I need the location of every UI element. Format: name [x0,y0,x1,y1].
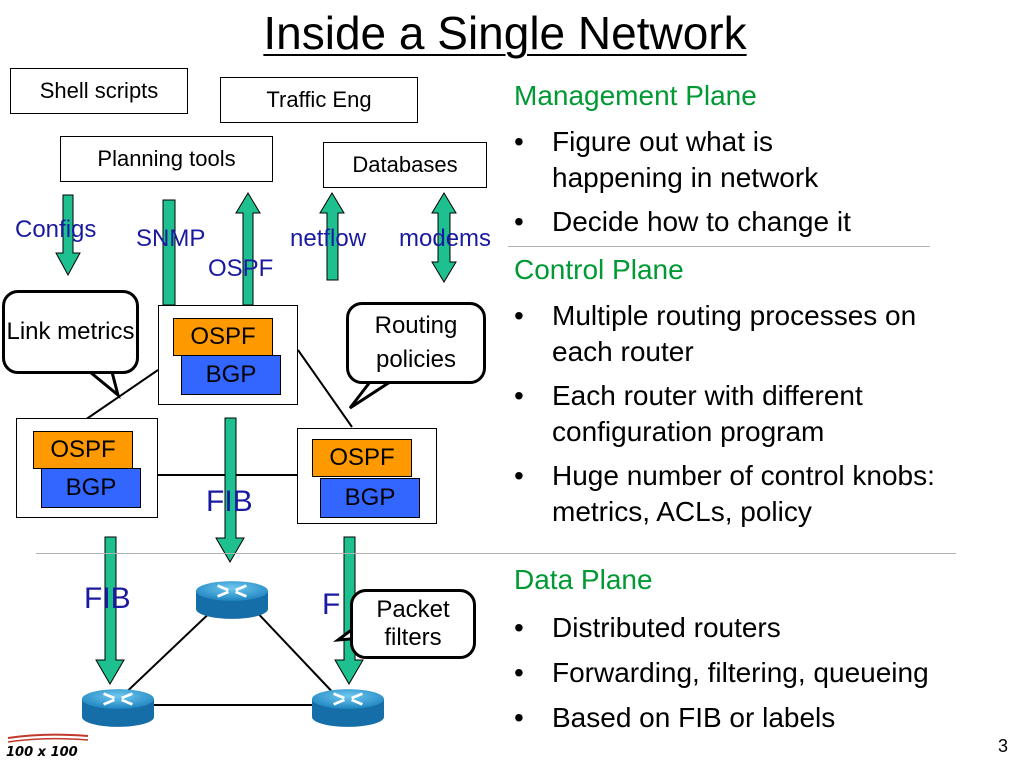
ospf-process: OSPF [33,431,133,469]
slide-title: Inside a Single Network [263,7,747,59]
ospf-process: OSPF [173,318,273,356]
traffic-eng-box: Traffic Eng [220,77,418,123]
arrow-configs-down [55,194,81,277]
fib-label-center: FIB [206,485,253,518]
arrow-fib-center [215,417,245,563]
callout-tail-link-metrics [85,370,121,400]
arrow-modems-both [431,192,457,283]
router-left: BGP OSPF [16,418,158,518]
bgp-process: BGP [181,355,281,395]
bullet-item: Distributed routers [514,610,929,646]
data-plane-heading: Data Plane [514,564,653,595]
bullet-item: Huge number of control knobs: metrics, A… [514,458,1022,530]
svg-text:100 x 100: 100 x 100 [6,745,78,760]
page-number: 3 [998,736,1009,756]
shell-scripts-box: Shell scripts [10,68,188,114]
routing-policies-callout: Routing policies [346,302,486,384]
router-right: BGP OSPF [297,428,437,524]
modems-label: modems [399,225,492,252]
bullet-item: Decide how to change it [514,204,872,240]
logo-100x100: 100 x 100 [6,733,89,760]
fib-label-left: FIB [84,582,131,615]
separator-control [36,553,956,554]
bullet-item: Based on FIB or labels [514,700,929,736]
bgp-process: BGP [41,468,141,508]
packet-filters-callout: Packet filters [350,589,476,659]
bullet-item: Multiple routing processes on each route… [514,298,982,370]
bullet-item: Forwarding, filtering, queueing [514,655,929,691]
netflow-label: netflow [290,225,367,252]
snmp-label: SNMP [136,225,206,252]
callout-tail-routing-policies [348,380,396,410]
management-plane-heading: Management Plane [514,80,757,111]
bullet-item: Figure out what is happening in network [514,124,872,196]
separator-management [508,246,930,247]
management-plane-bullets: Figure out what is happening in network … [514,124,872,248]
control-plane-heading: Control Plane [514,254,684,285]
bgp-process: BGP [320,478,420,518]
bullet-item: Each router with different configuration… [514,378,972,450]
fib-label-right: F [322,588,341,621]
configs-label: Configs [15,216,97,243]
arrow-ospf-up [235,192,261,306]
router-top: BGP OSPF [158,305,298,405]
link-metrics-callout: Link metrics [2,290,139,374]
data-plane-bullets: Distributed routers Forwarding, filterin… [514,610,929,744]
ospf-process: OSPF [312,439,412,477]
ospf-label: OSPF [208,255,274,282]
planning-tools-box: Planning tools [60,136,273,182]
arrow-fib-left [95,536,125,685]
control-link-top-right [297,349,353,428]
router-icon-top [196,580,268,620]
arrow-netflow-up [319,192,345,281]
arrow-fib-right [334,536,364,685]
control-plane-bullets: Multiple routing processes on each route… [514,298,1022,538]
control-link-top-left [84,369,159,421]
router-icon-right [312,688,384,728]
router-icon-left [82,688,154,728]
data-link-top-left [117,604,219,701]
databases-box: Databases [323,142,487,188]
data-link-top-right [249,604,341,701]
